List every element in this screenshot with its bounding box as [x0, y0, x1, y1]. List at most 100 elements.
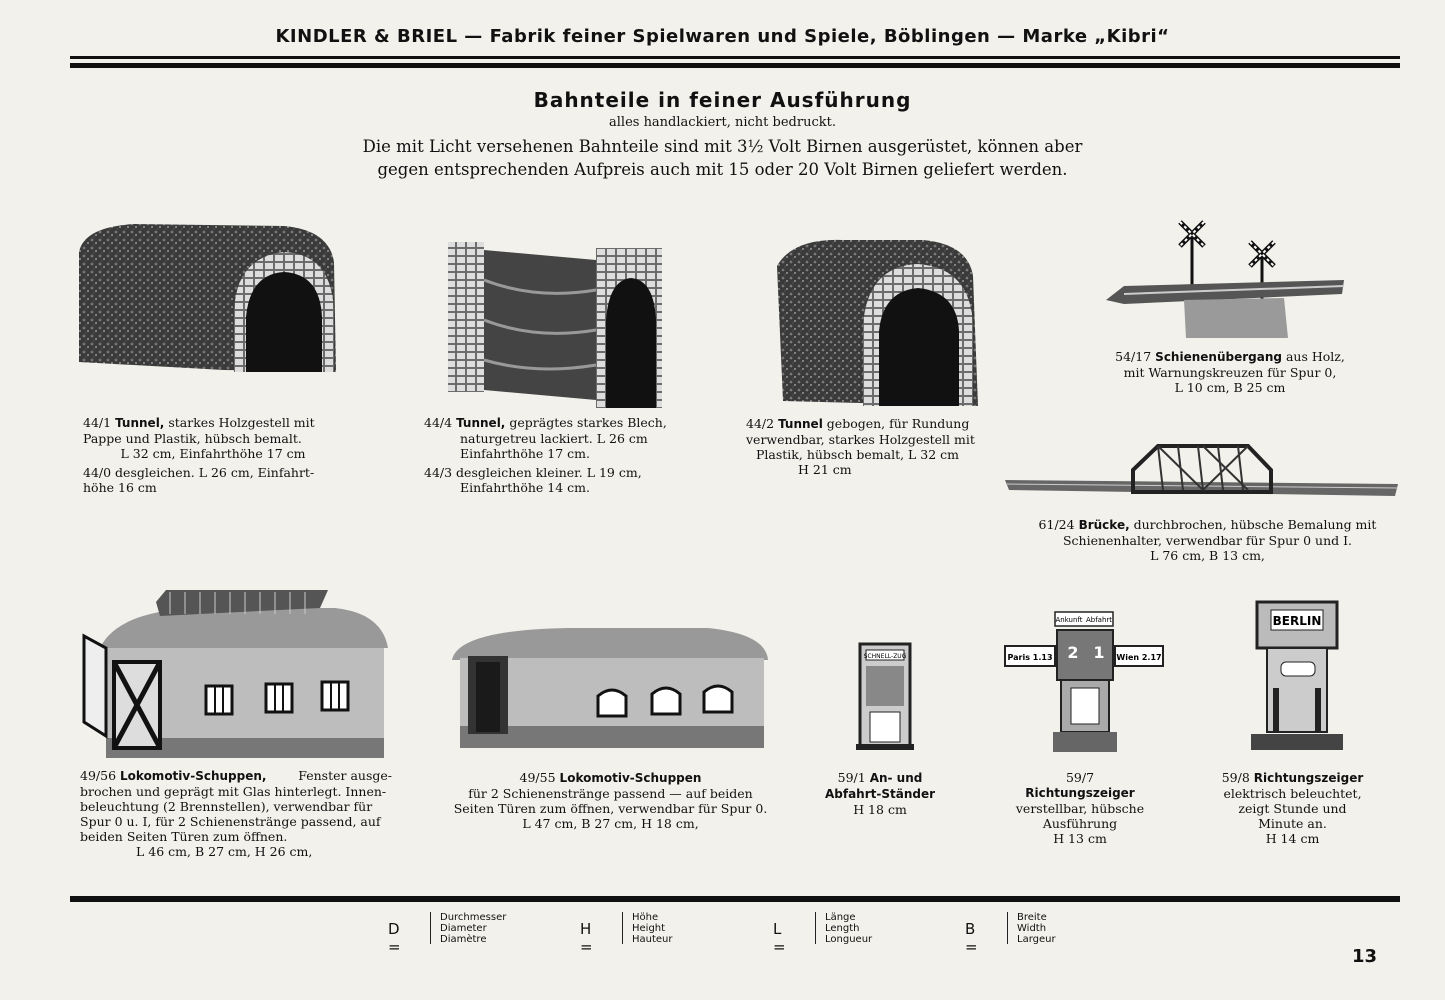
item-dimensions: L 32 cm, Einfahrthöhe 17 cm: [120, 446, 306, 461]
caption-bridge-61-24: 61/24 Brücke, durchbrochen, hübsche Bema…: [1020, 517, 1395, 563]
item-text: geprägtes starkes Blech,: [509, 415, 667, 430]
item-name: Richtungszeiger: [1025, 786, 1135, 800]
tunnel-44-1-image: [79, 224, 336, 372]
header-rule-top: [70, 56, 1400, 59]
intro-line-1: Die mit Licht versehenen Bahnteile sind …: [362, 137, 1083, 156]
item-number: 61/24: [1038, 517, 1075, 532]
page-title: Bahnteile in feiner Ausführung: [533, 88, 912, 112]
item-variant: 44/3 desgleichen kleiner. L 19 cm,: [424, 465, 642, 480]
stand-sign-text: SCHNELL-ZUG: [864, 653, 907, 660]
item-number: 59/7: [1065, 770, 1095, 785]
item-text: Minute an.: [1258, 816, 1327, 831]
caption-crossing-54-17: 54/17 Schienenübergang aus Holz, mit War…: [1100, 349, 1360, 395]
item-number: 54/17: [1115, 349, 1152, 364]
legend-symbol: H =: [580, 920, 593, 956]
caption-tunnel-44-2: 44/2 Tunnel gebogen, für Rundung verwend…: [746, 416, 996, 477]
item-text: elektrisch beleuchtet,: [1223, 786, 1362, 801]
item-variant: 44/0 desgleichen. L 26 cm, Einfahrt-: [83, 465, 315, 480]
caption-stand-59-1: 59/1 An- und Abfahrt-Ständer H 18 cm: [820, 770, 940, 817]
item-dimensions: H 13 cm: [1053, 831, 1107, 846]
item-number: 59/8: [1221, 770, 1250, 785]
wien-sign: Wien 2.17: [1116, 653, 1161, 662]
page-subtitle: alles handlackiert, nicht bedruckt.: [609, 115, 836, 130]
caption-tunnel-44-4: 44/4 Tunnel, geprägtes starkes Blech, na…: [424, 415, 694, 495]
item-name: An- und: [869, 771, 923, 785]
legend-brace: [1007, 912, 1008, 944]
item-dimensions: Einfahrthöhe 17 cm.: [460, 446, 591, 461]
item-name: Tunnel,: [115, 416, 165, 430]
item-number: 44/2: [746, 416, 775, 431]
item-name: Lokomotiv-Schuppen: [559, 771, 702, 785]
item-text: Fenster ausge-: [298, 768, 392, 783]
item-dimensions: L 76 cm, B 13 cm,: [1150, 548, 1265, 563]
item-text: naturgetreu lackiert. L 26 cm: [460, 431, 648, 446]
item-name: Tunnel,: [456, 416, 506, 430]
item-name: Brücke,: [1078, 518, 1130, 532]
legend-word: Länge: [825, 912, 856, 923]
legend-word: Height: [632, 923, 666, 934]
crossing-54-17-image: [1106, 220, 1345, 338]
item-text: starkes Holzgestell mit: [168, 415, 315, 430]
item-text: Seiten Türen zum öffnen, verwendbar für …: [453, 801, 768, 816]
tunnel-44-4-image: [448, 242, 662, 408]
intro-line-2: gegen entsprechenden Aufpreis auch mit 1…: [377, 160, 1068, 179]
item-variant: höhe 16 cm: [83, 480, 157, 495]
track-1-number: 1: [1093, 643, 1104, 662]
legend-brace: [622, 912, 623, 944]
legend-word: Breite: [1017, 912, 1047, 923]
item-text: beiden Seiten Türen zum öffnen.: [80, 829, 288, 844]
legend-symbol: L =: [773, 920, 786, 956]
item-text: beleuchtung (2 Brennstellen), verwendbar…: [80, 799, 373, 814]
shed-49-55-image: [452, 628, 768, 748]
legend-word: Largeur: [1017, 934, 1056, 945]
stand-59-1-image: SCHNELL-ZUG: [856, 642, 914, 750]
abfahrt-label: Abfahrt: [1086, 616, 1112, 624]
item-dimensions: H 21 cm: [798, 462, 852, 477]
item-dimensions: H 14 cm: [1265, 831, 1320, 846]
track-2-number: 2: [1067, 643, 1078, 662]
item-number: 49/55: [519, 770, 556, 785]
tunnel-44-2-image: [777, 239, 978, 406]
item-text: Plastik, hübsch bemalt, L 32 cm: [756, 447, 960, 462]
page-number: 13: [1351, 946, 1377, 967]
bridge-61-24-image: [1005, 444, 1399, 496]
berlin-sign: BERLIN: [1273, 614, 1322, 628]
item-name: Schienenübergang: [1155, 350, 1282, 364]
legend-brace: [430, 912, 431, 944]
legend-word: Longueur: [825, 934, 873, 945]
caption-sign-59-7: 59/7 Richtungszeiger verstellbar, hübsch…: [1000, 770, 1160, 846]
paris-sign: Paris 1.13: [1007, 653, 1052, 662]
ankunft-label: Ankunft: [1055, 616, 1082, 624]
item-text: verstellbar, hübsche: [1015, 801, 1145, 816]
caption-tunnel-44-1: 44/1 Tunnel, starkes Holzgestell mit Pap…: [83, 415, 343, 495]
item-dimensions: L 47 cm, B 27 cm, H 18 cm,: [522, 816, 699, 831]
item-text: Ausführung: [1042, 816, 1118, 831]
legend-word: Durchmesser: [440, 912, 507, 923]
item-text: zeigt Stunde und: [1238, 801, 1347, 816]
item-dimensions: L 10 cm, B 25 cm: [1174, 380, 1286, 395]
item-text: gebogen, für Rundung: [826, 416, 970, 431]
caption-shed-49-55: 49/55 Lokomotiv-Schuppen für 2 Schienens…: [448, 770, 773, 831]
item-text: mit Warnungskreuzen für Spur 0,: [1123, 365, 1337, 380]
item-number: 59/1: [837, 770, 866, 785]
item-number: 44/4: [424, 415, 453, 430]
item-name: Richtungszeiger: [1253, 771, 1364, 785]
intro-text: Die mit Licht versehenen Bahnteile sind …: [0, 135, 1445, 181]
legend-symbol: B =: [965, 920, 978, 956]
legend-word: Höhe: [632, 912, 659, 923]
item-text: Pappe und Plastik, hübsch bemalt.: [83, 431, 302, 446]
item-text: Schienenhalter, verwendbar für Spur 0 un…: [1062, 533, 1353, 548]
item-dimensions: H 18 cm: [853, 802, 907, 817]
header-rule-bottom: [70, 63, 1400, 68]
legend-word: Length: [825, 923, 860, 934]
item-variant: Einfahrthöhe 14 cm.: [460, 480, 591, 495]
shed-49-56-image: [82, 590, 388, 758]
item-text: brochen und geprägt mit Glas hinterlegt.…: [80, 784, 387, 799]
item-name: Abfahrt-Ständer: [824, 787, 936, 801]
legend-word: Hauteur: [632, 934, 673, 945]
page-header: KINDLER & BRIEL — Fabrik feiner Spielwar…: [275, 26, 1170, 47]
item-text: aus Holz,: [1285, 349, 1345, 364]
legend-symbol: D =: [388, 920, 401, 956]
item-number: 44/1: [83, 415, 112, 430]
item-dimensions: L 46 cm, B 27 cm, H 26 cm,: [136, 844, 313, 859]
